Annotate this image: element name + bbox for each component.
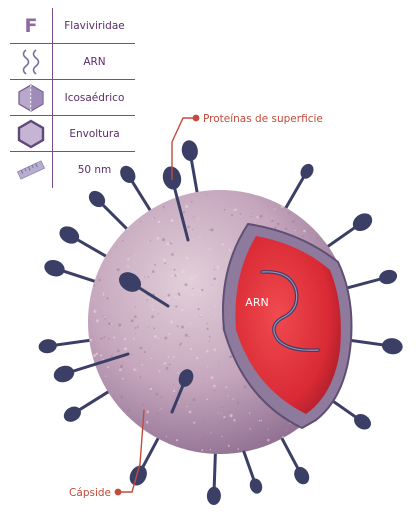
surface-proteins-label: Proteínas de superficie [203,113,323,125]
protein-head [206,486,221,505]
envelope-hexagon-icon [10,116,52,152]
protein-stalk [62,352,130,376]
protein-head [178,369,194,387]
protein-head [88,190,106,208]
callout-capsid: Cápside [69,409,145,499]
legend-label-size: 50 nm [77,164,112,176]
legend-row-family: F Flaviviridae [10,8,135,44]
capsid-interior [235,236,341,414]
legend-row-genome: ARN [10,44,135,80]
protein-head [119,272,141,292]
protein-head [354,414,371,430]
legend-row-symmetry: Icosaédrico [10,80,135,116]
protein-head [129,465,147,486]
rna-strand-icon [10,44,52,80]
protein-head [381,338,403,355]
protein-head [352,213,373,232]
icosahedron-icon [10,80,52,116]
legend-label-genome: ARN [83,56,106,68]
capsid-label: Cápside [69,487,111,499]
protein-head [63,406,81,422]
genome-label: ARN [245,296,268,309]
surface-protein-spikes-front [53,166,263,494]
protein-head [379,269,398,285]
legend-label-family: Flaviviridae [64,20,125,32]
legend-row-size: 50 nm [10,152,135,188]
protein-head [294,466,310,485]
scale-ruler-icon [10,152,52,188]
legend-label-symmetry: Icosaédrico [64,92,125,104]
legend-label-envelope: Envoltura [69,128,120,140]
protein-head [53,365,75,383]
protein-head [38,339,57,354]
protein-head [300,163,314,179]
protein-head [249,478,263,494]
protein-head [120,165,136,183]
callout-surface-proteins: Proteínas de superficie [171,113,323,180]
cutaway-section: ARN [222,222,353,430]
protein-head [59,226,80,244]
protein-head [44,259,65,277]
protein-head [181,140,198,161]
legend-row-envelope: Envoltura [10,116,135,152]
family-letter-icon: F [24,15,38,37]
